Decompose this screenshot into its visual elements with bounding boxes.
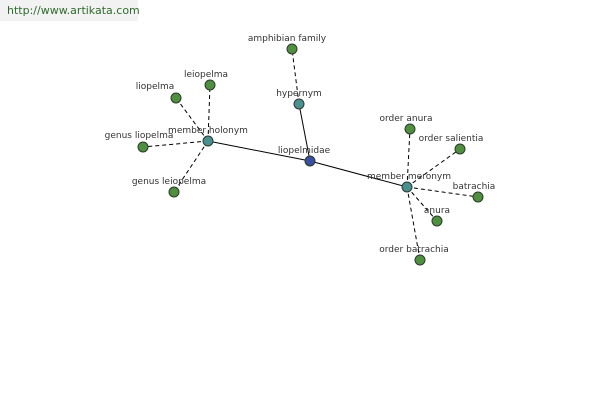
node-order-batrachia[interactable]: order batrachia [379,245,449,266]
node-label-member-meronym[interactable]: member meronym [367,172,451,182]
node-label-amphibian-family[interactable]: amphibian family [248,34,327,44]
node-circle-order-batrachia[interactable] [414,254,426,266]
node-label-anura[interactable]: anura [424,206,450,216]
node-label-order-anura[interactable]: order anura [380,114,433,124]
edge-member-holonym-genus-liopelma [142,140,209,148]
node-circle-order-anura[interactable] [404,123,416,135]
site-url[interactable]: http://www.artikata.com [0,0,140,21]
node-circle-liopelmidae[interactable] [304,155,316,167]
node-circle-order-salientia[interactable] [454,143,466,155]
node-circle-anura[interactable] [431,215,443,227]
node-circle-liopelma[interactable] [170,92,182,104]
node-member-holonym[interactable]: member holonym [168,126,248,147]
node-label-genus-leiopelma[interactable]: genus leiopelma [132,177,206,187]
node-label-liopelmidae[interactable]: liopelmidae [278,146,331,156]
node-amphibian-family[interactable]: amphibian family [248,34,327,55]
edge-liopelmidae-hypernym [298,103,311,162]
edge-member-holonym-leiopelma [207,84,211,142]
node-label-leiopelma[interactable]: leiopelma [184,70,228,80]
edge-liopelmidae-member-meronym [309,160,408,188]
graph-edges [142,48,479,261]
node-label-hypernym[interactable]: hypernym [276,89,322,99]
node-label-batrachia[interactable]: batrachia [453,182,496,192]
edge-hypernym-amphibian-family [291,48,300,105]
node-label-liopelma[interactable]: liopelma [136,82,175,92]
edge-liopelmidae-member-holonym [207,140,311,162]
node-batrachia[interactable]: batrachia [453,182,496,203]
node-circle-leiopelma[interactable] [204,79,216,91]
edge-member-meronym-order-anura [406,128,411,188]
node-genus-leiopelma[interactable]: genus leiopelma [132,177,206,198]
node-genus-liopelma[interactable]: genus liopelma [105,131,174,153]
node-label-order-salientia[interactable]: order salientia [419,134,484,144]
node-circle-genus-liopelma[interactable] [137,141,149,153]
edge-member-meronym-anura [406,186,438,222]
node-circle-hypernym[interactable] [293,98,305,110]
edge-member-holonym-liopelma [175,97,209,142]
node-circle-member-meronym[interactable] [401,181,413,193]
edge-member-holonym-genus-leiopelma [173,140,209,193]
node-circle-batrachia[interactable] [472,191,484,203]
node-member-meronym[interactable]: member meronym [367,172,451,193]
node-circle-amphibian-family[interactable] [286,43,298,55]
node-liopelmidae[interactable]: liopelmidae [278,146,331,167]
node-anura[interactable]: anura [424,206,450,227]
node-liopelma[interactable]: liopelma [136,82,182,104]
edge-member-meronym-order-salientia [406,148,461,188]
node-label-order-batrachia[interactable]: order batrachia [379,245,449,255]
node-order-salientia[interactable]: order salientia [419,134,484,155]
node-order-anura[interactable]: order anura [380,114,433,135]
edge-member-meronym-order-batrachia [406,186,421,261]
graph-nodes: liopelmidae hypernym member holonym member … [105,34,496,266]
node-label-member-holonym[interactable]: member holonym [168,126,248,136]
node-leiopelma[interactable]: leiopelma [184,70,228,91]
edge-member-meronym-batrachia [406,186,479,198]
node-hypernym[interactable]: hypernym [276,89,322,110]
node-circle-genus-leiopelma[interactable] [168,186,180,198]
node-circle-member-holonym[interactable] [202,135,214,147]
node-label-genus-liopelma[interactable]: genus liopelma [105,131,174,141]
